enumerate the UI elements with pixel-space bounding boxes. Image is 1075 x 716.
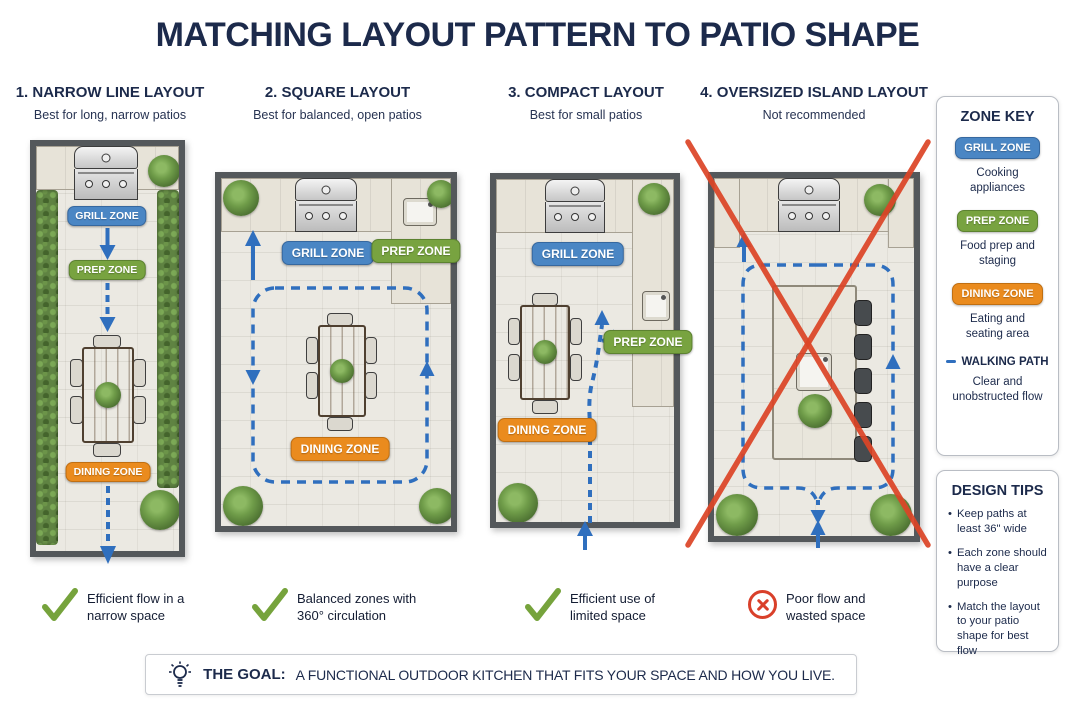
- chair-icon: [532, 400, 558, 414]
- plant-icon: [419, 488, 455, 524]
- panel2-heading: 2. SQUARE LAYOUT: [264, 84, 411, 101]
- chair-icon: [365, 337, 377, 364]
- walking-path-key-desc: Clear and unobstructed flow: [952, 375, 1043, 403]
- walking-path-key-label: WALKING PATH: [961, 355, 1049, 368]
- stool-icon: [854, 402, 872, 428]
- verdict-text: Efficient flow in a narrow space: [87, 591, 185, 623]
- verdict-oversized-island: Poor flow and wasted space: [748, 588, 890, 625]
- dining-zone-key-badge: DINING ZONE: [952, 282, 1043, 305]
- reject-circle-x-icon: [748, 590, 777, 619]
- zone-key-panel: ZONE KEY GRILL ZONE Cooking appliances P…: [936, 96, 1059, 456]
- verdict-text: Efficient use of limited space: [570, 591, 656, 623]
- verdict-text: Balanced zones with 360° circulation: [297, 591, 417, 623]
- design-tips-panel: DESIGN TIPS • Keep paths at least 36" wi…: [936, 470, 1059, 657]
- chair-icon: [570, 318, 582, 345]
- chair-icon: [93, 443, 121, 457]
- bullet-icon: •: [948, 546, 952, 559]
- chair-icon: [306, 372, 318, 399]
- verdict-compact: Efficient use of limited space: [525, 588, 670, 625]
- dining-zone-badge: DINING ZONE: [65, 462, 151, 482]
- goal-label: THE GOAL:: [203, 666, 286, 683]
- sink-icon: [642, 291, 670, 321]
- dining-zone-badge: DINING ZONE: [290, 437, 390, 461]
- grill-icon: [295, 178, 357, 232]
- lightbulb-icon: [169, 661, 192, 687]
- plant-icon: [638, 183, 670, 215]
- dining-zone-badge: DINING ZONE: [497, 418, 597, 442]
- zone-key-title: ZONE KEY: [960, 109, 1035, 125]
- bullet-icon: •: [948, 508, 952, 520]
- bullet-icon: •: [948, 600, 952, 613]
- chair-icon: [508, 318, 520, 345]
- page-title: MATCHING LAYOUT PATTERN TO PATIO SHAPE: [155, 16, 920, 54]
- prep-zone-key-desc: Food prep and staging: [960, 239, 1035, 267]
- counter-wing-left: [714, 178, 740, 248]
- grill-zone-key-badge: GRILL ZONE: [955, 137, 1040, 159]
- plant-icon: [870, 494, 912, 536]
- stool-icon: [854, 368, 872, 394]
- floorplan-narrow-line: GRILL ZONE PREP ZONE DINING ZONE: [30, 140, 185, 564]
- prep-zone-badge: PREP ZONE: [68, 260, 146, 280]
- design-tip: Match the layout to your patio shape for…: [956, 600, 1040, 658]
- plant-icon: [140, 490, 180, 530]
- panel4-heading: 4. OVERSIZED ISLAND LAYOUT: [700, 84, 928, 101]
- goal-banner: THE GOAL: A FUNCTIONAL OUTDOOR KITCHEN T…: [145, 654, 857, 695]
- stool-icon: [854, 436, 872, 462]
- chair-icon: [570, 354, 582, 381]
- grill-icon: [74, 146, 138, 200]
- table-plant-icon: [533, 340, 557, 364]
- floorplan-compact: GRILL ZONE PREP ZONE DINING ZONE: [490, 173, 693, 550]
- plant-icon: [716, 494, 758, 536]
- verdict-text: Poor flow and wasted space: [786, 591, 866, 623]
- stool-icon: [854, 300, 872, 326]
- check-icon: [525, 588, 561, 621]
- design-tip: Each zone should have a clear purpose: [956, 546, 1047, 589]
- grill-zone-badge: GRILL ZONE: [281, 241, 375, 265]
- chair-icon: [306, 337, 318, 364]
- prep-zone-badge: PREP ZONE: [603, 330, 693, 354]
- panel3-subheading: Best for small patios: [529, 108, 643, 122]
- table-plant-icon: [95, 382, 121, 408]
- panel2-subheading: Best for balanced, open patios: [253, 108, 422, 122]
- goal-text: A FUNCTIONAL OUTDOOR KITCHEN THAT FITS Y…: [295, 666, 835, 683]
- grill-icon: [545, 179, 605, 233]
- check-icon: [42, 588, 78, 621]
- grill-zone-key-desc: Cooking appliances: [970, 167, 1025, 194]
- plant-icon: [864, 184, 896, 216]
- plant-icon: [427, 180, 455, 208]
- plant-icon: [148, 155, 180, 187]
- chair-icon: [508, 354, 520, 381]
- chair-icon: [133, 359, 146, 387]
- plant-icon: [223, 486, 263, 526]
- design-tip: Keep paths at least 36" wide: [956, 508, 1027, 535]
- chair-icon: [327, 417, 353, 431]
- stool-icon: [854, 334, 872, 360]
- grill-icon: [778, 178, 840, 232]
- hedge-left: [36, 190, 58, 545]
- design-tips-title: DESIGN TIPS: [951, 483, 1044, 499]
- hedge-right: [157, 190, 179, 488]
- chair-icon: [133, 396, 146, 424]
- chair-icon: [365, 372, 377, 399]
- table-plant-icon: [330, 359, 354, 383]
- walking-path-dash-icon: [946, 360, 957, 364]
- prep-zone-key-badge: PREP ZONE: [956, 209, 1039, 232]
- panel3-heading: 3. COMPACT LAYOUT: [508, 84, 664, 101]
- floorplan-oversized-island: [685, 139, 931, 548]
- plant-icon: [223, 180, 259, 216]
- panel4-subheading: Not recommended: [762, 108, 866, 122]
- island-plant-icon: [798, 394, 832, 428]
- verdict-square: Balanced zones with 360° circulation: [252, 588, 429, 625]
- grill-zone-badge: GRILL ZONE: [531, 242, 625, 266]
- panel1-heading: 1. NARROW LINE LAYOUT: [15, 84, 205, 101]
- dining-zone-key-desc: Eating and seating area: [965, 312, 1030, 340]
- grill-zone-badge: GRILL ZONE: [67, 206, 147, 226]
- check-icon: [252, 588, 288, 621]
- verdict-narrow-line: Efficient flow in a narrow space: [42, 588, 195, 625]
- plant-icon: [498, 483, 538, 523]
- floorplan-square: GRILL ZONE PREP ZONE DINING ZONE: [215, 172, 461, 532]
- panel1-subheading: Best for long, narrow patios: [33, 108, 187, 122]
- sink-icon: [796, 353, 832, 391]
- prep-zone-badge: PREP ZONE: [371, 239, 461, 263]
